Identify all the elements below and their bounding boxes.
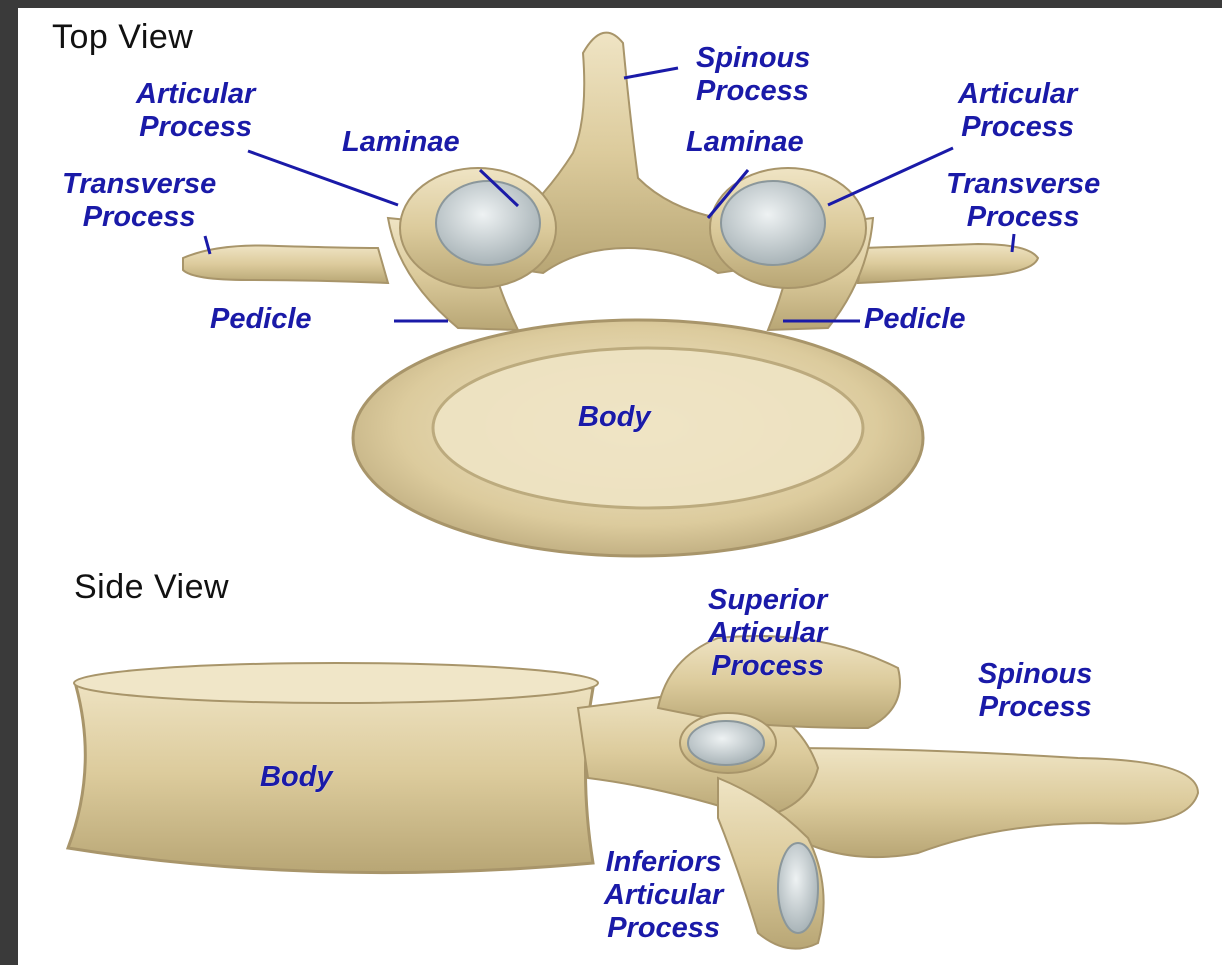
label-transverse-process-left: Transverse Process bbox=[62, 168, 216, 234]
label-articular-process-left: Articular Process bbox=[136, 78, 255, 144]
label-articular-process-right: Articular Process bbox=[958, 78, 1077, 144]
top-view-heading: Top View bbox=[52, 18, 193, 57]
top-view-vertebra bbox=[183, 33, 1038, 556]
side-view-heading: Side View bbox=[74, 568, 229, 607]
spinous-process-side-shape bbox=[778, 748, 1198, 857]
label-transverse-process-right: Transverse Process bbox=[946, 168, 1100, 234]
label-pedicle-left: Pedicle bbox=[210, 303, 312, 336]
label-pedicle-right: Pedicle bbox=[864, 303, 966, 336]
diagram-canvas: Top View Side View Spinous Process Artic… bbox=[18, 8, 1222, 965]
label-body-top: Body bbox=[578, 401, 651, 434]
label-spinous-process-top: Spinous Process bbox=[696, 42, 810, 108]
label-body-side: Body bbox=[260, 761, 333, 794]
vertebra-illustration bbox=[18, 8, 1222, 965]
label-spinous-process-side: Spinous Process bbox=[978, 658, 1092, 724]
label-laminae-left: Laminae bbox=[342, 126, 460, 159]
label-inferiors-articular-process: Inferiors Articular Process bbox=[604, 846, 723, 945]
label-superior-articular-process: Superior Articular Process bbox=[708, 584, 827, 683]
transverse-process-left-shape bbox=[183, 246, 388, 284]
label-laminae-right: Laminae bbox=[686, 126, 804, 159]
